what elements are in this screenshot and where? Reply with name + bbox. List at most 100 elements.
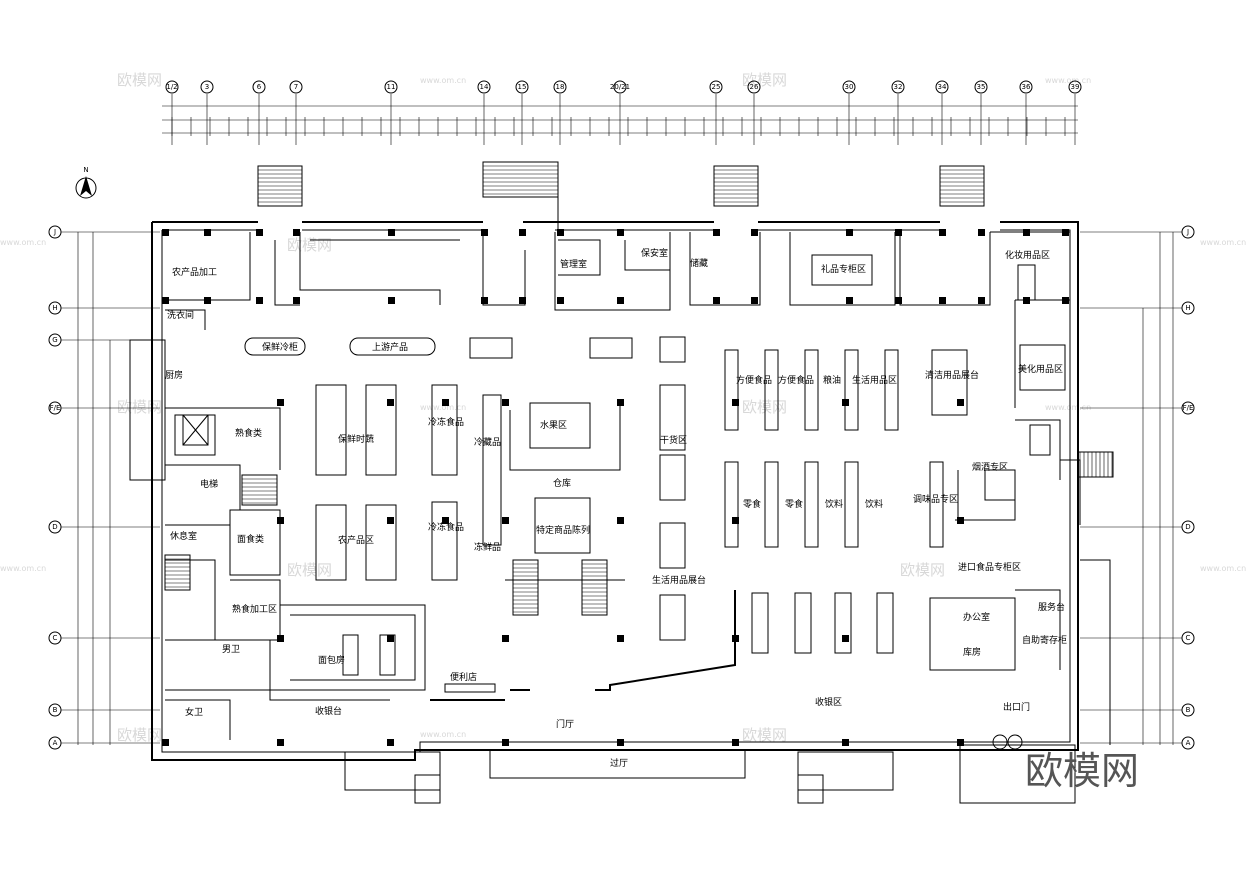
axis-bubble: C xyxy=(1181,631,1195,645)
axis-bubble: D xyxy=(1181,520,1195,534)
room-label: 储藏 xyxy=(690,257,708,269)
room-label: 便利店 xyxy=(450,671,477,683)
svg-text:H: H xyxy=(52,304,57,312)
svg-text:B: B xyxy=(53,706,58,714)
axis-bubble: 39 xyxy=(1068,80,1082,94)
room-label: 农产品区 xyxy=(338,534,374,546)
axis-bubble: H xyxy=(1181,301,1195,315)
axis-bubble: J xyxy=(48,225,62,239)
column xyxy=(751,297,758,304)
column xyxy=(939,297,946,304)
column xyxy=(978,297,985,304)
axis-bubble: C xyxy=(48,631,62,645)
axis-bubble: A xyxy=(48,736,62,750)
room-label: 厨房 xyxy=(165,369,183,381)
watermark-text: 欧模网 xyxy=(742,726,787,744)
axis-bubble: B xyxy=(1181,703,1195,717)
room-label: 收银区 xyxy=(815,696,842,708)
column xyxy=(293,297,300,304)
axis-bubble: 35 xyxy=(974,80,988,94)
svg-text:32: 32 xyxy=(894,83,903,91)
room-label: 洗衣间 xyxy=(167,309,194,321)
column xyxy=(617,635,624,642)
svg-text:C: C xyxy=(53,634,58,642)
svg-text:J: J xyxy=(53,228,56,236)
room-label: 烟酒专区 xyxy=(972,461,1008,473)
entrance-porch xyxy=(344,734,1076,804)
room-label: 干货区 xyxy=(660,434,687,446)
room-label: 冷藏品 xyxy=(474,436,501,448)
watermark-text: 欧模网 xyxy=(117,398,162,416)
watermarks: 欧模网 www.om.cn 欧模网 www.om.cn 欧模网 www.om.c… xyxy=(0,71,1246,744)
column xyxy=(277,399,284,406)
svg-text:34: 34 xyxy=(938,83,947,91)
column xyxy=(481,229,488,236)
column xyxy=(895,229,902,236)
svg-text:D: D xyxy=(1185,523,1190,531)
column xyxy=(502,739,509,746)
room-label: 粮油 xyxy=(823,374,841,386)
watermark-url: www.om.cn xyxy=(420,730,466,739)
column xyxy=(557,229,564,236)
column xyxy=(519,297,526,304)
watermark-text: 欧模网 xyxy=(287,236,332,254)
room-label: 冷冻食品 xyxy=(428,416,464,428)
svg-text:F/E: F/E xyxy=(50,404,61,412)
stairs-interior xyxy=(164,451,1114,616)
svg-text:20/21: 20/21 xyxy=(610,83,630,91)
brand-logo: 欧模网 xyxy=(1025,749,1139,793)
watermark-url: www.om.cn xyxy=(1045,403,1091,412)
room-label: 生活用品区 xyxy=(852,374,897,386)
svg-text:11: 11 xyxy=(387,83,396,91)
watermark-text: 欧模网 xyxy=(117,726,162,744)
column xyxy=(732,739,739,746)
top-dimensions xyxy=(162,94,1078,145)
svg-text:25: 25 xyxy=(712,83,721,91)
svg-text:B: B xyxy=(1186,706,1191,714)
svg-text:18: 18 xyxy=(556,83,565,91)
column xyxy=(617,297,624,304)
column xyxy=(387,517,394,524)
room-label: 饮料 xyxy=(825,498,843,510)
column xyxy=(204,229,211,236)
room-label: 女卫 xyxy=(185,706,203,718)
svg-text:G: G xyxy=(52,336,57,344)
room-label: 美化用品区 xyxy=(1018,363,1063,375)
axis-bubble: D xyxy=(48,520,62,534)
watermark-text: 欧模网 xyxy=(117,71,162,89)
svg-text:26: 26 xyxy=(750,83,759,91)
axis-bubble: 32 xyxy=(891,80,905,94)
watermark-url: www.om.cn xyxy=(0,564,46,573)
axis-bubble: 25 xyxy=(709,80,723,94)
column xyxy=(502,635,509,642)
room-label: 管理室 xyxy=(560,258,587,270)
room-label: 电梯 xyxy=(200,478,218,490)
room-label: 仓库 xyxy=(553,477,571,489)
column xyxy=(387,739,394,746)
axis-bubble: G xyxy=(48,333,62,347)
column xyxy=(842,635,849,642)
axis-bubble: 30 xyxy=(842,80,856,94)
svg-text:35: 35 xyxy=(977,83,986,91)
left-axis: J H G F/E D C B A xyxy=(48,225,160,750)
watermark-url: www.om.cn xyxy=(1200,238,1246,247)
axis-bubble: 34 xyxy=(935,80,949,94)
axis-bubble: 11 xyxy=(384,80,398,94)
room-label: 礼品专柜区 xyxy=(821,263,866,275)
watermark-url: www.om.cn xyxy=(420,403,466,412)
svg-text:39: 39 xyxy=(1071,83,1080,91)
room-label: 特定商品陈列 xyxy=(536,524,590,536)
column xyxy=(957,739,964,746)
column xyxy=(895,297,902,304)
room-label: 办公室 xyxy=(963,611,990,623)
column xyxy=(442,399,449,406)
column xyxy=(846,297,853,304)
svg-text:F/E: F/E xyxy=(1183,404,1194,412)
room-label: 冻鲜品 xyxy=(474,541,501,553)
svg-text:J: J xyxy=(1186,228,1189,236)
column xyxy=(842,739,849,746)
room-label: 出口门 xyxy=(1003,701,1030,713)
room-label: 上游产品 xyxy=(372,341,408,353)
axis-bubble: 18 xyxy=(553,80,567,94)
